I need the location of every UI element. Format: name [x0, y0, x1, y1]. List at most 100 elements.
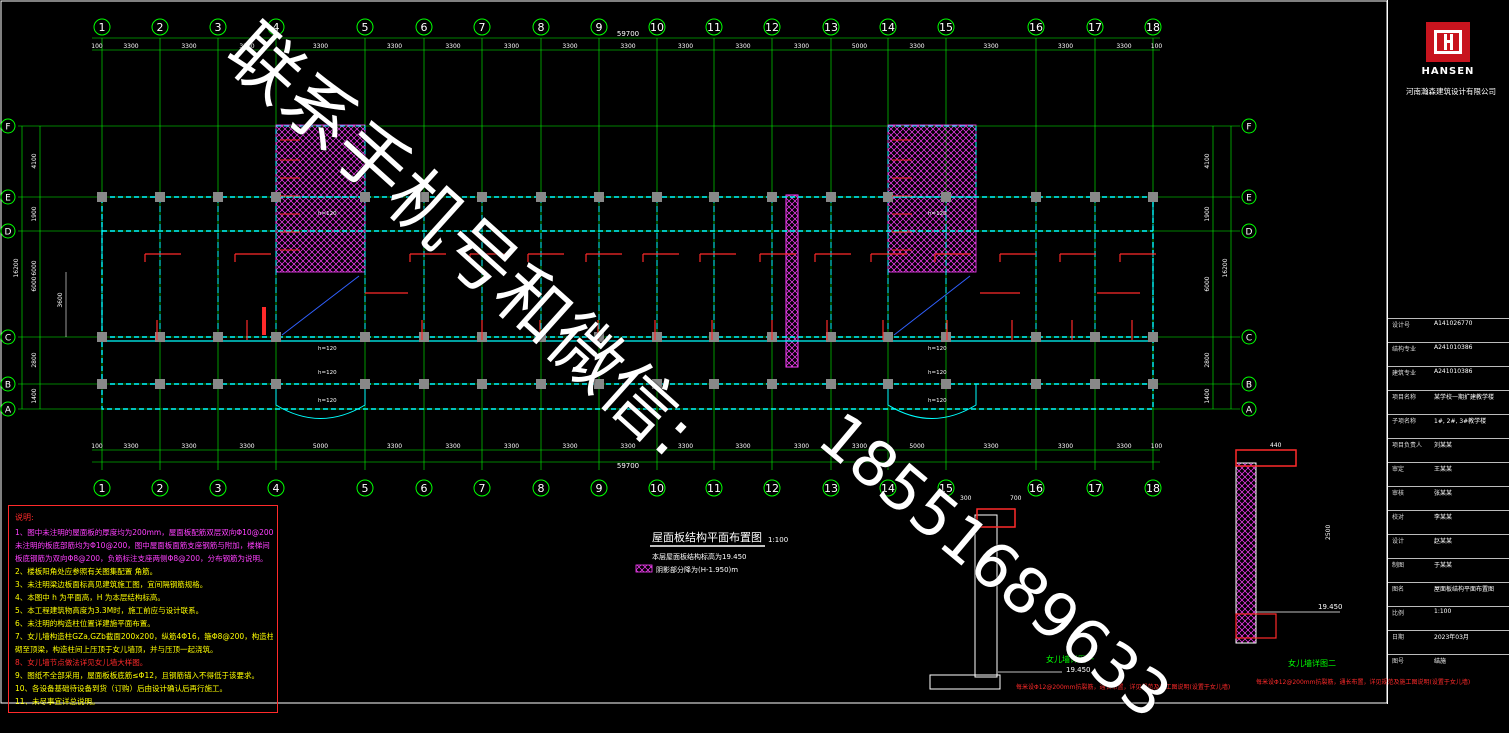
axis-label-top: 18 — [1146, 21, 1160, 34]
note-line: 3、未注明梁边板面标高见建筑施工图，宜间隔钢筋规格。 — [15, 580, 208, 589]
axis-bubble-bottom — [590, 479, 608, 497]
note-line: 砌至顶梁，构造柱间上压顶于女儿墙顶，并与压顶一起浇筑。 — [15, 645, 218, 654]
axis-label-bottom: 16 — [1029, 482, 1043, 495]
dim-text-top: 100 — [91, 43, 103, 50]
column — [883, 192, 893, 202]
title-block-label: 子项名称 — [1392, 418, 1417, 425]
column — [419, 192, 429, 202]
title-block-row: 比例 1:100 — [1388, 606, 1509, 628]
column — [271, 192, 281, 202]
column — [536, 379, 546, 389]
column — [767, 379, 777, 389]
detail-dim: 440 — [1270, 442, 1282, 449]
column — [213, 332, 223, 342]
axis-bubble-top — [209, 18, 227, 36]
axis-label-top: 10 — [650, 21, 664, 34]
slab-thickness-label: h=120 — [318, 370, 337, 376]
column — [652, 332, 662, 342]
column — [155, 379, 165, 389]
dim-text-bottom: 3300 — [562, 443, 577, 450]
column — [155, 192, 165, 202]
column — [709, 192, 719, 202]
dim-text-top: 3300 — [983, 43, 998, 50]
dim-text-right: 6000 — [1204, 276, 1211, 291]
slab-thickness-label: h=120 — [318, 398, 337, 404]
axis-bubble-bottom — [648, 479, 666, 497]
column — [477, 192, 487, 202]
axis-bubble-bottom — [151, 479, 169, 497]
column — [271, 332, 281, 342]
axis-bubble-left — [0, 223, 16, 239]
slab-thickness-label: h=120 — [318, 211, 337, 217]
column — [883, 332, 893, 342]
column — [1090, 379, 1100, 389]
axis-label-bottom: 11 — [707, 482, 721, 495]
parapet-coping-1 — [976, 508, 1016, 528]
column — [826, 332, 836, 342]
column — [941, 332, 951, 342]
title-block-value: 王某某 — [1434, 466, 1453, 473]
axis-label-left: A — [5, 406, 12, 416]
title-block-value: 赵某某 — [1434, 538, 1453, 545]
dim-text-right: 1900 — [1204, 206, 1211, 221]
column — [826, 379, 836, 389]
stair-bay-curve — [887, 384, 977, 419]
axis-bubble-left — [0, 376, 16, 392]
axis-bubble-bottom — [822, 479, 840, 497]
dim-text-top: 3300 — [239, 43, 254, 50]
company-name: 河南瀚森建筑设计有限公司 — [1406, 87, 1496, 96]
title-block-label: 设计 — [1392, 538, 1405, 545]
dim-text-bottom: 100 — [91, 443, 103, 450]
company-logo-text: HANSEN — [1421, 66, 1475, 77]
stair-diagonal — [893, 275, 971, 336]
axis-label-top: 11 — [707, 21, 721, 34]
dim-text-bottom: 3300 — [123, 443, 138, 450]
company-logo — [1426, 22, 1470, 62]
title-block-value: 1:100 — [1434, 608, 1452, 615]
dim-text-top: 3300 — [123, 43, 138, 50]
axis-label-left: B — [5, 381, 11, 391]
column — [594, 332, 604, 342]
title-block-row: 制图于某某 — [1388, 558, 1509, 580]
axis-label-top: 17 — [1088, 21, 1102, 34]
stair-tower-outline — [887, 125, 977, 198]
title-block-label: 审定 — [1392, 466, 1405, 473]
title-block-value: 张某某 — [1434, 490, 1453, 497]
column — [594, 379, 604, 389]
axis-bubble-right — [1241, 189, 1257, 205]
axis-label-left: C — [5, 334, 11, 344]
dim-text-right: 4100 — [1204, 153, 1211, 168]
axis-bubble-top — [415, 18, 433, 36]
axis-label-bottom: 15 — [939, 482, 953, 495]
dim-text-top: 5000 — [852, 43, 867, 50]
dim-text-bottom: 3300 — [239, 443, 254, 450]
column — [419, 332, 429, 342]
title-block-value: A141026770 — [1434, 320, 1473, 327]
column — [536, 192, 546, 202]
axis-label-top: 9 — [596, 21, 603, 34]
dim-text-bottom: 3300 — [181, 443, 196, 450]
parapet-beam-2 — [1235, 613, 1277, 639]
dim-text-bottom: 3300 — [1058, 443, 1073, 450]
dim-total-right: 16200 — [1222, 258, 1229, 277]
title-block-label: 比例 — [1392, 610, 1405, 617]
structural-plan-drawing: 1122334455667788991010111112121313141415… — [0, 0, 1470, 704]
axis-label-bottom: 14 — [881, 482, 895, 495]
dim-text-bottom: 3300 — [445, 443, 460, 450]
column — [1148, 332, 1158, 342]
axis-bubble-top — [1144, 18, 1162, 36]
dim-text-top: 3300 — [909, 43, 924, 50]
detail-note-2: 每米设Φ12@200mm抗裂筋，通长布置，详见规范及施工图说明(设置于女儿墙) — [1256, 678, 1470, 686]
axis-label-top: 6 — [421, 21, 428, 34]
axis-bubble-top — [648, 18, 666, 36]
axis-label-top: 3 — [215, 21, 222, 34]
column — [1090, 192, 1100, 202]
hatched-depressed-slab — [275, 124, 366, 273]
dim-text-right: 2800 — [1204, 352, 1211, 367]
axis-label-top: 8 — [538, 21, 545, 34]
column — [652, 379, 662, 389]
dim-text-top: 3300 — [1116, 43, 1131, 50]
